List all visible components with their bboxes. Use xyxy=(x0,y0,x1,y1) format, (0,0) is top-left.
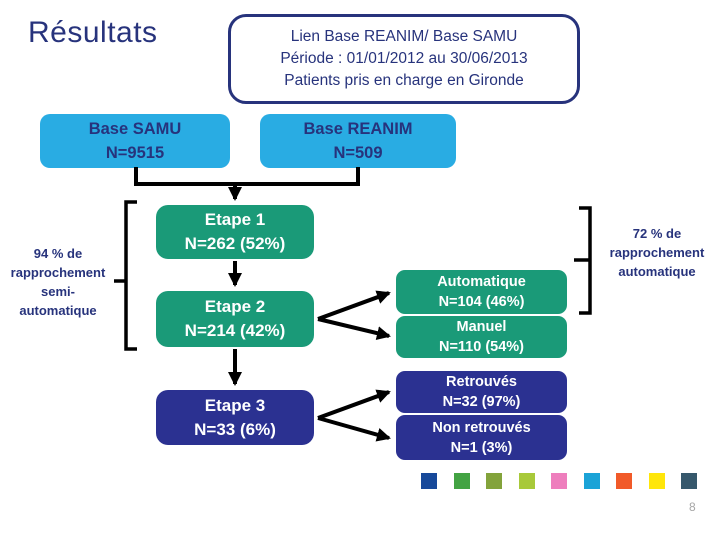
node-count: N=1 (3%) xyxy=(450,439,513,456)
node-etape-1: Etape 1 N=262 (52%) xyxy=(156,205,314,259)
node-label: Etape 1 xyxy=(204,210,266,229)
right-bracket xyxy=(574,206,592,315)
node-label: Base REANIM xyxy=(303,120,413,138)
arrow-etape2-automatique xyxy=(317,290,391,321)
arrow-etape2-manuel xyxy=(317,317,391,341)
annotation-line: 94 % de xyxy=(33,246,83,261)
arrow-etape3-non-retrouves xyxy=(317,416,391,442)
node-count: N=509 xyxy=(333,144,383,162)
study-scope-line: Lien Base REANIM/ Base SAMU xyxy=(290,28,518,45)
node-etape-2: Etape 2 N=214 (42%) xyxy=(156,291,314,347)
node-label: Retrouvés xyxy=(446,374,517,390)
node-retrouves: Retrouvés N=32 (97%) xyxy=(396,371,567,413)
decor-square xyxy=(421,473,437,489)
node-etape-3: Etape 3 N=33 (6%) xyxy=(156,390,314,445)
annotation-line: rapprochement xyxy=(10,265,106,280)
node-count: N=214 (42%) xyxy=(184,321,286,340)
slide-title: Résultats xyxy=(28,16,158,49)
decor-square xyxy=(583,473,600,489)
annotation-line: rapprochement xyxy=(609,245,705,260)
study-scope-box: Lien Base REANIM/ Base SAMU Période : 01… xyxy=(228,14,580,104)
node-count: N=32 (97%) xyxy=(442,394,521,410)
study-scope-line: Patients pris en charge en Gironde xyxy=(284,72,524,89)
decor-square xyxy=(518,473,535,489)
decor-square xyxy=(453,473,470,489)
node-label: Base SAMU xyxy=(88,120,182,138)
node-label: Automatique xyxy=(437,274,526,290)
page-number: 8 xyxy=(689,500,696,514)
node-automatique: Automatique N=104 (46%) xyxy=(396,270,567,314)
left-bracket xyxy=(114,200,137,351)
annotation-automatique: 72 % de rapprochement automatique xyxy=(594,224,720,281)
node-base-reanim: Base REANIM N=509 xyxy=(260,114,456,168)
node-label: Etape 2 xyxy=(204,297,266,316)
node-manuel: Manuel N=110 (54%) xyxy=(396,316,567,358)
decor-square xyxy=(551,473,567,489)
decor-square xyxy=(616,473,632,489)
node-count: N=33 (6%) xyxy=(194,419,276,439)
annotation-semi-automatique: 94 % de rapprochement semi- automatique xyxy=(0,244,116,320)
sources-merge-line xyxy=(134,167,360,186)
decor-square xyxy=(486,473,502,489)
decor-square xyxy=(681,473,697,489)
node-count: N=262 (52%) xyxy=(184,234,286,253)
node-count: N=9515 xyxy=(105,144,165,162)
annotation-line: automatique xyxy=(618,264,696,279)
node-count: N=104 (46%) xyxy=(438,294,525,310)
node-non-retrouves: Non retrouvés N=1 (3%) xyxy=(396,415,567,460)
node-label: Non retrouvés xyxy=(432,419,531,436)
annotation-line: automatique xyxy=(19,303,97,318)
node-count: N=110 (54%) xyxy=(438,339,525,355)
decor-squares xyxy=(421,473,697,489)
node-base-samu: Base SAMU N=9515 xyxy=(40,114,230,168)
annotation-line: semi- xyxy=(41,284,75,299)
annotation-line: 72 % de xyxy=(632,226,682,241)
decor-square xyxy=(648,473,665,489)
node-label: Etape 3 xyxy=(204,395,266,415)
arrow-etape3-retrouves xyxy=(317,389,391,420)
study-scope-line: Période : 01/01/2012 au 30/06/2013 xyxy=(280,50,528,67)
node-label: Manuel xyxy=(456,319,507,335)
